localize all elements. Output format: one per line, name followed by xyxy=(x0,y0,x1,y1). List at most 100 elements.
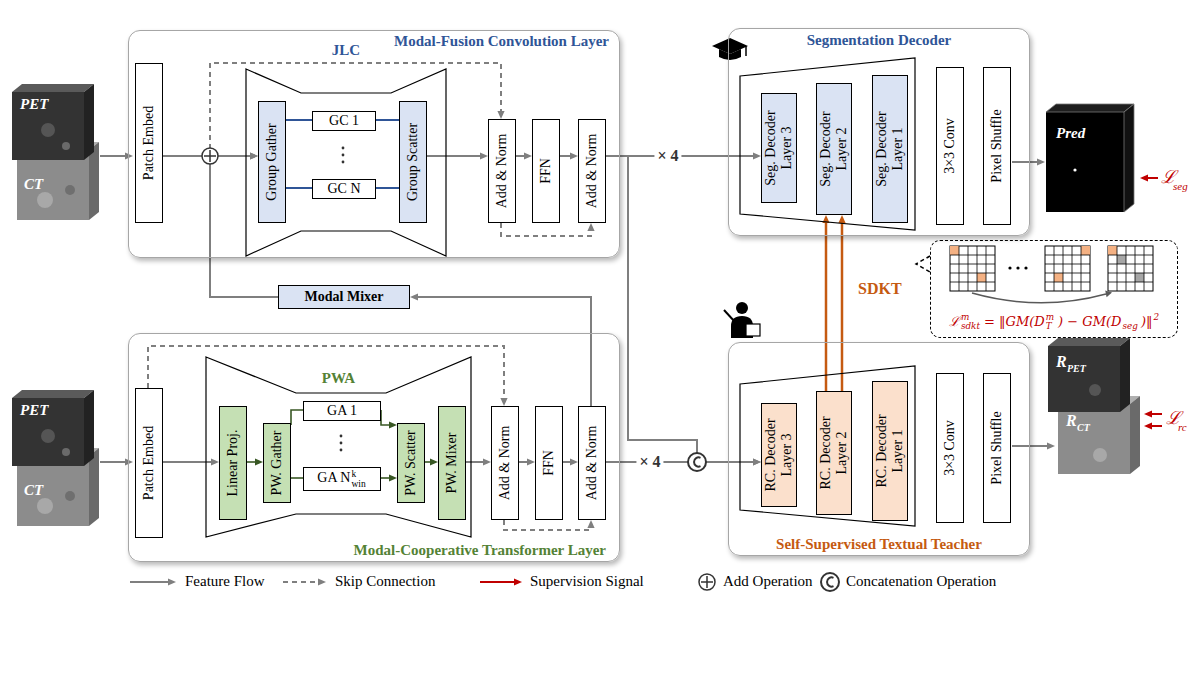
ct-texture xyxy=(65,185,75,195)
text: PW. Scatter xyxy=(403,430,418,496)
text-block: PW. Gather xyxy=(269,431,285,496)
module-box: RC. Decoder Layer 1 xyxy=(872,381,908,521)
connector xyxy=(560,152,578,159)
connector-line xyxy=(841,222,844,391)
dot xyxy=(1016,266,1019,269)
supervision-arrow xyxy=(1151,413,1162,415)
connector xyxy=(563,458,578,465)
module-box: Add & Norm xyxy=(491,406,519,520)
module-box: Patch Embed xyxy=(135,388,163,538)
layer-panel: Modal-Cooperative Transformer Layer Patch… xyxy=(128,333,620,562)
arrowhead xyxy=(587,520,594,528)
connector-line xyxy=(291,410,303,425)
connector-line xyxy=(381,410,390,425)
connector-line xyxy=(381,477,390,479)
module-box: Pixel Shuffle xyxy=(983,67,1011,225)
grid-cell xyxy=(1054,273,1063,282)
text: Pixel Shuffle xyxy=(989,109,1004,182)
dot xyxy=(1008,266,1011,269)
connector-line xyxy=(504,520,591,530)
pet-texture xyxy=(1089,384,1101,396)
block-outline-path xyxy=(206,357,471,537)
pet-volume-top xyxy=(1048,338,1130,346)
text: RC. Decoder Layer 3 xyxy=(763,418,794,491)
connector-line xyxy=(606,156,754,462)
decoder-outline xyxy=(740,366,915,526)
pet-texture xyxy=(62,448,70,456)
text: Patch Embed xyxy=(141,106,156,180)
text-block: 3×3 Conv xyxy=(942,420,958,476)
text: FFN xyxy=(541,450,556,476)
text-block: 3×3 Conv xyxy=(942,118,958,174)
layer-panel: Segmentation DecoderSeg. Decoder Layer 3… xyxy=(728,28,1030,236)
text-block: PW. Scatter xyxy=(403,430,419,496)
script-stack: kwin xyxy=(351,469,365,489)
text: Modal-Cooperative Transformer Layer xyxy=(351,543,609,559)
block-outline-path xyxy=(246,69,446,256)
output-arrow xyxy=(1012,445,1048,447)
connector xyxy=(286,188,312,189)
arrowhead xyxy=(753,152,761,159)
text: Group Gather xyxy=(264,123,279,200)
ct-volume-front xyxy=(1058,404,1130,474)
block-outline: PWALinear Proj.PW. GatherGA 1GA NkwinPW.… xyxy=(206,357,471,537)
arrowhead xyxy=(389,421,397,428)
legend-solid-arrow xyxy=(130,581,169,583)
connector-line xyxy=(163,461,212,463)
text: = ‖GM(D xyxy=(984,314,1045,329)
decoder-outline xyxy=(740,58,915,230)
connector xyxy=(516,152,532,159)
input-volumes xyxy=(12,390,133,526)
text: Add & Norm xyxy=(584,134,599,209)
text-block: Patch Embed xyxy=(141,426,157,500)
legend-concat-symbol xyxy=(821,573,839,591)
arrowhead xyxy=(497,111,504,119)
arrowhead xyxy=(1144,410,1152,417)
figure-label: PET xyxy=(20,97,48,112)
supervision-arrow xyxy=(1147,177,1158,179)
pet-texture xyxy=(41,123,55,137)
grid-lines xyxy=(1108,246,1153,291)
arrowhead xyxy=(483,458,491,465)
module-box: Group Gather xyxy=(258,101,286,223)
figure-label: seg xyxy=(1173,181,1188,192)
connector xyxy=(381,410,397,429)
text-block: GA 1 xyxy=(327,403,357,419)
arrowhead xyxy=(125,152,133,159)
teacher-pointer xyxy=(724,310,735,322)
pet-texture xyxy=(62,142,70,150)
gram-matrix-illustration xyxy=(916,246,1153,303)
concat-circle xyxy=(688,453,706,471)
edge-label: × 4 xyxy=(654,147,681,165)
callout-tail xyxy=(916,256,930,272)
text: sdkt xyxy=(961,322,980,331)
connector xyxy=(466,458,491,465)
module-box: Seg. Decoder Layer 1 xyxy=(872,75,908,223)
module-box: RC. Decoder Layer 3 xyxy=(761,403,797,507)
arrowhead xyxy=(1047,442,1055,449)
legend-text: Skip Connection xyxy=(335,573,435,590)
module-box: FFN xyxy=(532,119,560,223)
module-box: PW. Scatter xyxy=(397,423,425,503)
text: m xyxy=(1046,313,1054,322)
text-block: RC. Decoder Layer 2 xyxy=(818,408,850,498)
text: Add & Norm xyxy=(494,134,509,209)
text: T xyxy=(1046,322,1054,331)
input-volumes xyxy=(12,84,133,220)
arrowhead xyxy=(211,458,219,465)
connector-line xyxy=(825,222,828,391)
gram-grid xyxy=(1045,246,1090,291)
input-arrow xyxy=(100,461,126,463)
ct-volume-front xyxy=(17,150,89,220)
arrowhead xyxy=(500,398,507,406)
connector xyxy=(410,293,591,406)
connector-line xyxy=(376,119,399,121)
arrowhead xyxy=(1144,422,1152,429)
text-block: RC. Decoder Layer 3 xyxy=(763,410,795,500)
text: GC N xyxy=(327,181,360,196)
arrowhead xyxy=(1037,158,1045,165)
layer-panel: Modal-Fusion Convolution LayerPatch Embe… xyxy=(128,30,620,258)
connector-line xyxy=(519,461,528,463)
connector-line xyxy=(247,461,256,463)
